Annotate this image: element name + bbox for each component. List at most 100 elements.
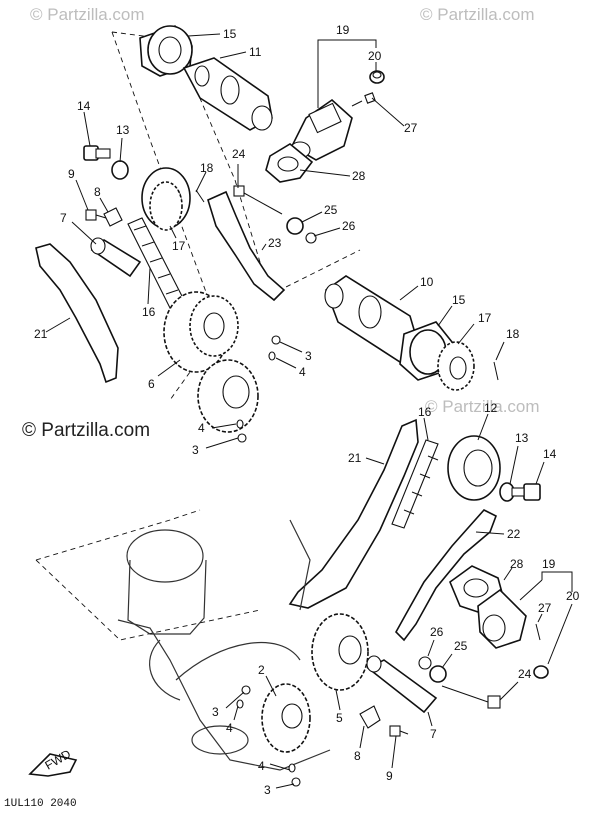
gear-6-upper <box>163 291 239 373</box>
camshaft-11 <box>182 57 273 131</box>
collar-25-lower <box>429 665 447 683</box>
bolt-9-lower <box>389 725 409 737</box>
cam-sprocket-12 <box>447 435 501 501</box>
nut-3-lower-b <box>291 777 301 787</box>
label-12: 12 <box>484 401 498 415</box>
label-15-lower: 15 <box>452 293 466 307</box>
sprocket-17-lower <box>437 341 475 391</box>
label-27-upper: 27 <box>404 121 418 135</box>
gear-secondary-upper <box>197 359 259 433</box>
label-8-lower: 8 <box>354 749 361 763</box>
label-4-upper-b: 4 <box>198 421 205 435</box>
washer-4-lower <box>236 699 244 709</box>
label-19-lower: 19 <box>542 557 556 571</box>
label-17-upper: 17 <box>172 239 186 253</box>
nut-3-upper <box>271 335 281 345</box>
label-13-lower: 13 <box>515 431 529 445</box>
label-18-lower: 18 <box>506 327 520 341</box>
label-3-lower: 3 <box>212 705 219 719</box>
cam-chain-16-lower <box>391 439 439 529</box>
watermark-middle-left: © Partzilla.com <box>22 420 150 441</box>
gear-5 <box>311 613 369 691</box>
shaft-7-lower <box>366 655 438 714</box>
label-27-lower: 27 <box>538 601 552 615</box>
plate-8-upper <box>103 207 123 227</box>
label-4-lower-b: 4 <box>258 759 265 773</box>
label-4-lower: 4 <box>226 721 233 735</box>
label-3-upper-b: 3 <box>192 443 199 457</box>
label-14-lower: 14 <box>543 447 557 461</box>
label-11: 11 <box>249 45 262 59</box>
gasket-28-upper <box>265 143 314 183</box>
leader-lines <box>45 33 573 789</box>
washer-26-lower <box>418 656 432 670</box>
chain-guide-21-lower <box>288 418 419 609</box>
gear-2 <box>261 683 311 753</box>
label-10: 10 <box>420 275 434 289</box>
label-16-upper: 16 <box>142 305 156 319</box>
collar-25-upper <box>286 217 304 235</box>
label-21-upper: 21 <box>34 327 48 341</box>
bearing-15-upper <box>139 25 193 77</box>
label-28-upper: 28 <box>352 169 366 183</box>
camshaft-10 <box>324 275 421 363</box>
bolt-9-upper <box>85 209 107 221</box>
label-5: 5 <box>336 711 343 725</box>
label-3-upper: 3 <box>305 349 312 363</box>
label-24-lower: 24 <box>518 667 532 681</box>
label-9-upper: 9 <box>68 167 75 181</box>
label-20-lower: 20 <box>566 589 580 603</box>
pin-18-upper <box>195 189 205 203</box>
bolt-24-lower <box>441 685 501 709</box>
label-18-upper: 18 <box>200 161 214 175</box>
nut-3-upper-b <box>237 433 247 443</box>
label-26-upper: 26 <box>342 219 356 233</box>
label-3-lower-b: 3 <box>264 783 271 797</box>
label-4-upper: 4 <box>299 365 306 379</box>
label-8-upper: 8 <box>94 185 101 199</box>
tensioner-guide-23 <box>207 190 286 302</box>
label-25-upper: 25 <box>324 203 338 217</box>
washer-4-lower-b <box>288 763 296 773</box>
label-21-lower: 21 <box>348 451 362 465</box>
watermark-top-left: © Partzilla.com <box>30 5 145 24</box>
engine-outline <box>117 519 331 771</box>
watermark-top-right: © Partzilla.com <box>420 5 535 24</box>
cam-chain-16-upper <box>127 217 185 313</box>
cap-bolt-20-upper <box>369 70 385 84</box>
part-labels: 15 11 19 20 27 28 14 13 9 8 7 18 24 25 2… <box>34 23 580 797</box>
bolt-27-lower <box>535 623 541 641</box>
label-16-lower: 16 <box>418 405 432 419</box>
washer-4-upper-b <box>236 419 244 429</box>
label-24-upper: 24 <box>232 147 246 161</box>
label-28-lower: 28 <box>510 557 524 571</box>
label-15-upper: 15 <box>223 27 237 41</box>
cap-bolt-20-lower <box>533 665 549 679</box>
diagram-code: 1UL110 2040 <box>4 798 77 810</box>
bolt-24-upper <box>233 185 283 215</box>
plate-8-lower <box>359 705 381 729</box>
label-13-upper: 13 <box>116 123 130 137</box>
washer-26-upper <box>305 232 317 244</box>
label-17-lower: 17 <box>478 311 492 325</box>
sprocket-17-upper <box>149 181 183 231</box>
label-23: 23 <box>268 236 282 250</box>
bolt-14-upper <box>83 145 111 161</box>
label-14-upper: 14 <box>77 99 91 113</box>
label-6: 6 <box>148 377 155 391</box>
bolt-27-upper <box>351 92 376 107</box>
bolt-14-lower <box>511 483 541 501</box>
shaft-7-upper <box>90 237 142 278</box>
label-7-lower: 7 <box>430 727 437 741</box>
label-25-lower: 25 <box>454 639 468 653</box>
label-20-upper: 20 <box>368 49 382 63</box>
label-19-upper: 19 <box>336 23 350 37</box>
label-2: 2 <box>258 663 265 677</box>
chain-guide-21-upper <box>35 243 119 384</box>
pin-18-lower <box>493 361 499 381</box>
chain-tensioner-19-lower <box>449 565 527 649</box>
fwd-arrow: FWD <box>28 747 78 777</box>
washer-4-upper <box>268 351 276 361</box>
washer-13-upper <box>111 160 129 180</box>
